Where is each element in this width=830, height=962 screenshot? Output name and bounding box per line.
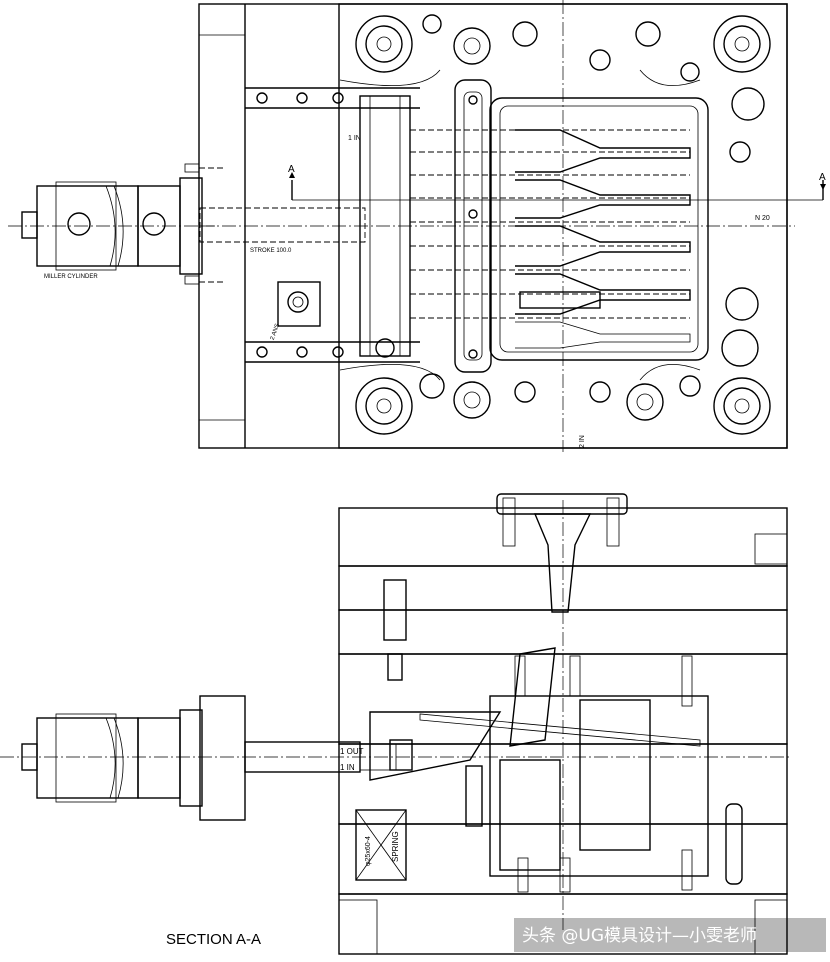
watermark-backdrop — [514, 918, 826, 952]
guide-pin-bottom-left — [355, 377, 413, 435]
port-in-label: 1 IN — [348, 135, 361, 142]
screw-holes — [375, 14, 765, 421]
section-spring-label: SPRING — [391, 831, 400, 862]
watermark-text: 头条 @UG模具设计—小雯老师 — [522, 926, 757, 946]
section-port-in-label: 1 IN — [340, 763, 355, 772]
guide-pin-top-left — [355, 15, 413, 73]
sprue-bushing — [496, 493, 628, 613]
guide-pin-bottom-right — [713, 377, 771, 435]
ejector-pins — [465, 655, 743, 893]
cylinder-label: MILLER CYLINDER — [44, 274, 98, 280]
section-line — [289, 172, 826, 201]
spring-spec-label: φ25x60-4 — [365, 836, 372, 866]
section-marker-right: A — [819, 172, 826, 183]
core-insert — [489, 695, 709, 877]
hydraulic-cylinder — [8, 163, 225, 285]
section-view: 1 OUT 1 IN SPRING φ25x60-4 — [0, 493, 790, 955]
spring-pocket — [277, 281, 321, 327]
cavity-slots — [515, 129, 691, 349]
section-marker-left: A — [288, 164, 295, 175]
spring-block — [355, 809, 407, 881]
right-note: N 20 — [755, 215, 770, 222]
plan-view: MILLER CYLINDER STROKE 100.0 2 ANS A A 1… — [8, 0, 826, 452]
piston-rod — [199, 207, 366, 243]
section-cylinder — [0, 695, 790, 821]
spring-label: 2 ANS — [270, 323, 281, 341]
guide-pin-top-right — [713, 15, 771, 73]
port-out-label: 1 OUT — [340, 747, 364, 756]
stroke-label: STROKE 100.0 — [250, 248, 292, 254]
cavity-insert — [489, 97, 709, 361]
section-title: SECTION A-A — [166, 931, 261, 948]
port-bottom-label: 2 IN — [579, 435, 586, 448]
